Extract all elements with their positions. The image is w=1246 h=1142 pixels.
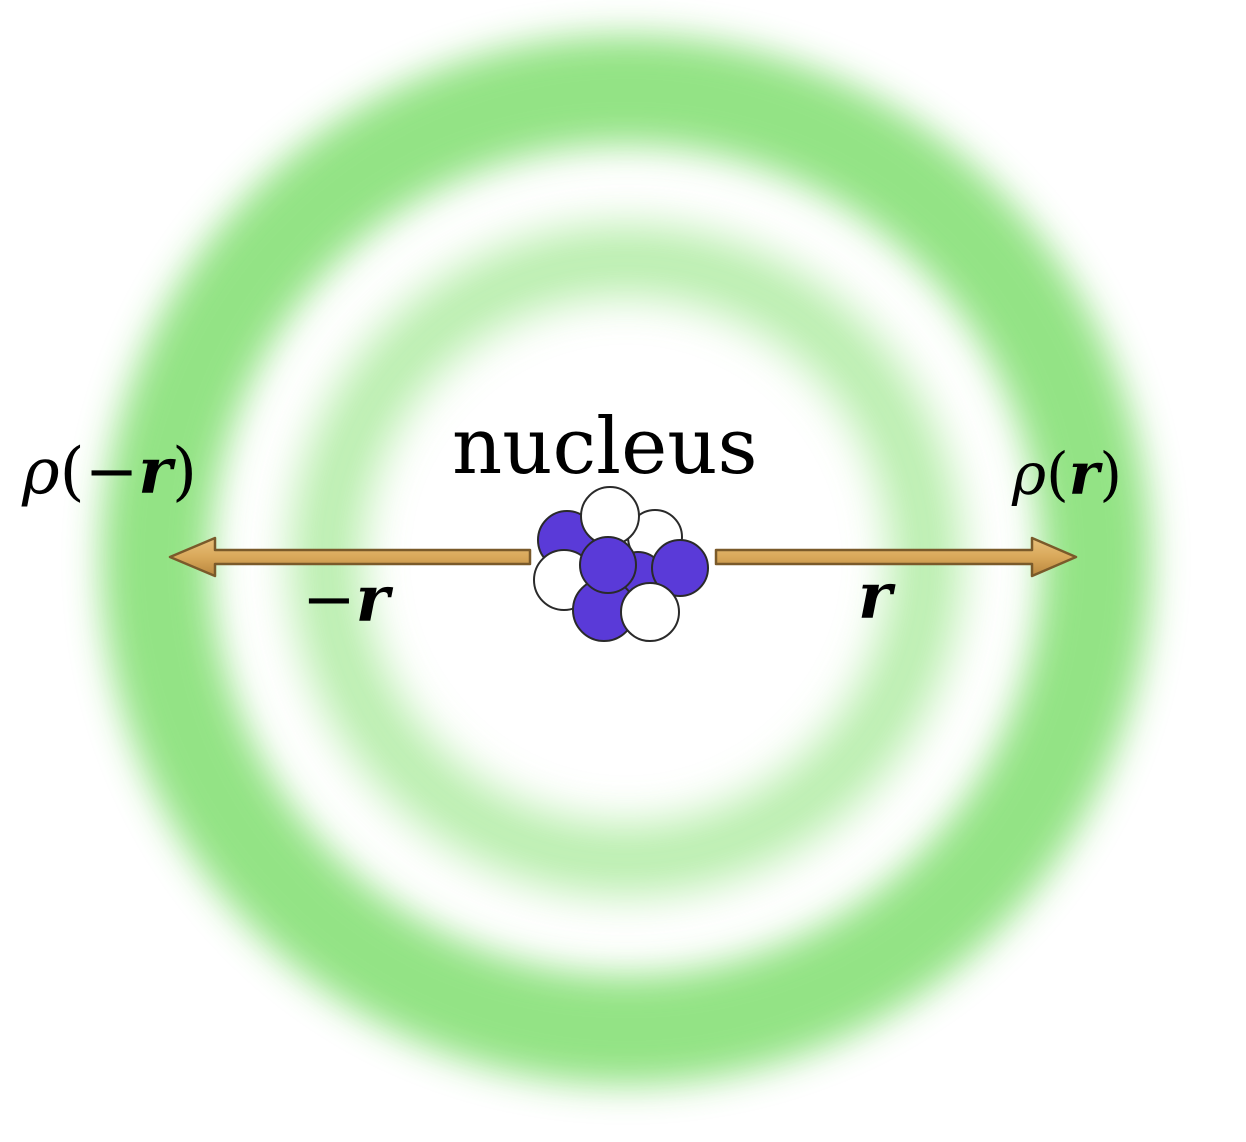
neutron [620, 582, 680, 642]
minus-sign: − [84, 435, 139, 509]
arrow-left-icon [168, 536, 532, 578]
proton [579, 536, 637, 594]
r-vector: r [1068, 440, 1100, 508]
density-at-r-label: ρ(r) [1012, 445, 1122, 503]
nucleus-label: nucleus [452, 402, 758, 492]
nucleus-cluster-icon [533, 486, 709, 642]
open-paren: ( [59, 435, 85, 509]
r-vector: r [138, 434, 172, 509]
open-paren: ( [1046, 440, 1069, 508]
r-vector: r [355, 562, 390, 637]
outer-shell [101, 35, 1151, 1085]
proton [651, 539, 709, 597]
rho-symbol: ρ [22, 435, 60, 509]
negative-r-vector-label: −r [302, 568, 389, 633]
close-paren: ) [1099, 440, 1122, 508]
rho-symbol: ρ [1012, 440, 1047, 508]
r-vector-label: r [858, 559, 892, 634]
minus-sign: − [302, 563, 356, 637]
density-at-negative-r-label: ρ(−r) [22, 440, 197, 505]
arrow-right-icon [714, 536, 1078, 578]
close-paren: ) [171, 435, 197, 509]
